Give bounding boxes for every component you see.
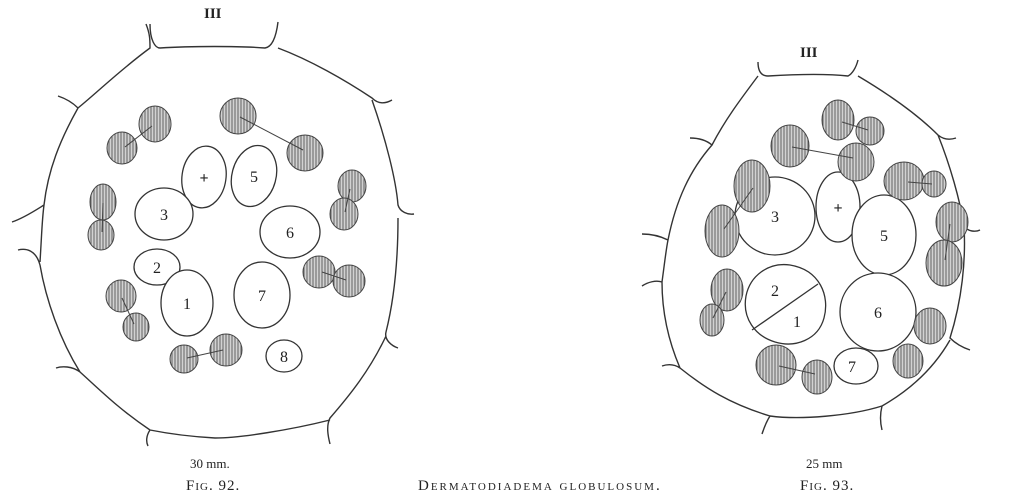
test-outline-left xyxy=(12,22,414,446)
figure-number-left: Fig. 92. xyxy=(186,478,240,495)
fig-93-drawing: 3 + 5 2 1 6 7 xyxy=(642,60,980,434)
plate-label: 7 xyxy=(848,359,856,376)
ambulacrum-label-left: III xyxy=(204,6,222,23)
plate-label: 6 xyxy=(286,225,294,242)
ambulacrum-label-right: III xyxy=(800,45,818,62)
plate-label: 3 xyxy=(771,209,779,226)
plate-label: 2 xyxy=(771,283,779,300)
plate-ellipse xyxy=(834,348,878,384)
scale-label-left: 30 mm. xyxy=(190,456,230,472)
plate-label: + xyxy=(199,170,208,187)
plate-pair-1-2 xyxy=(745,265,825,344)
plate-label: 5 xyxy=(250,169,258,186)
plate-title: Dermatodiadema globulosum. xyxy=(418,478,662,495)
figure-number-right: Fig. 93. xyxy=(800,478,854,495)
plate-label: 6 xyxy=(874,305,882,322)
plate-label: 2 xyxy=(153,260,161,277)
plate-label: 1 xyxy=(793,314,801,331)
plate-label: 5 xyxy=(880,228,888,245)
plate-label: + xyxy=(833,200,842,217)
plate-label: 1 xyxy=(183,296,191,313)
scale-label-right: 25 mm xyxy=(806,456,842,472)
pore-pairs-left xyxy=(88,98,366,373)
pore-pairs-right xyxy=(700,100,968,394)
plate-label: 8 xyxy=(280,349,288,366)
plate-label: 3 xyxy=(160,207,168,224)
plate-label: 7 xyxy=(258,288,266,305)
fig-92-drawing: + 5 3 6 2 1 7 8 xyxy=(12,22,414,446)
